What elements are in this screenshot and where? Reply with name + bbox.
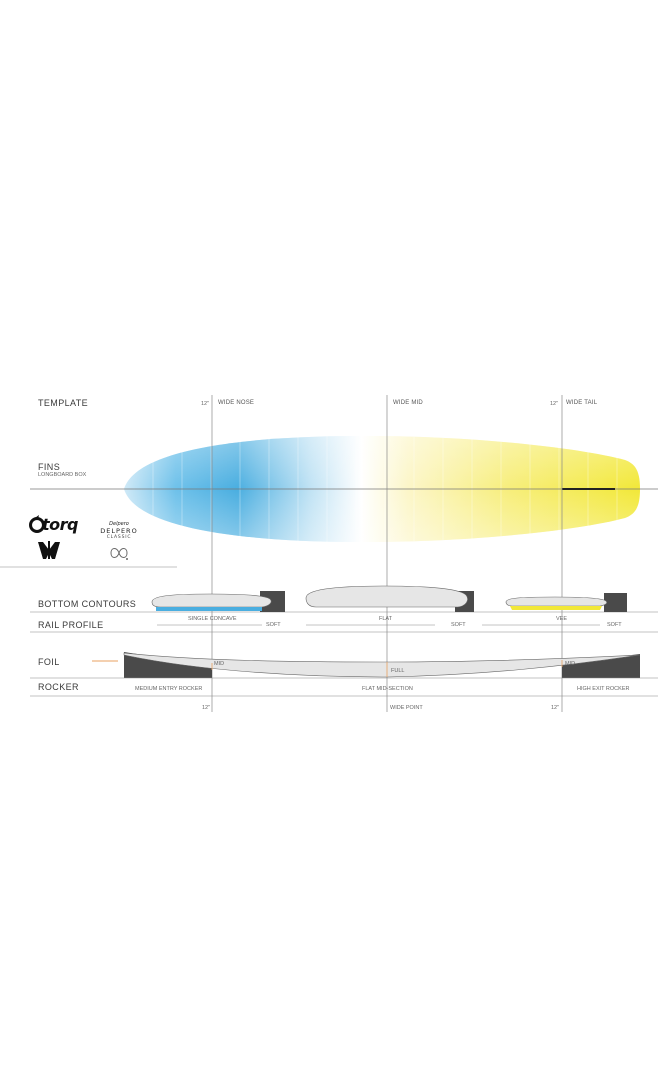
rocker-mid-label: FLAT MID-SECTION <box>362 686 413 692</box>
flat-label: FLAT <box>379 616 393 622</box>
bottom-nose-measure: 12" <box>202 705 211 711</box>
foil-mid-tail: MID <box>565 661 576 667</box>
fins-label: FINS <box>38 462 61 472</box>
nose-rail-block <box>260 591 285 612</box>
wide-mid-label: WIDE MID <box>393 400 423 406</box>
rocker-tail-label: HIGH EXIT ROCKER <box>577 686 630 692</box>
tail-measure: 12" <box>550 401 559 407</box>
delpero-logo: Delpero DELPERO CLASSIC <box>100 521 138 540</box>
infinity-logo-icon <box>108 544 130 562</box>
tail-rail-block <box>604 593 627 612</box>
single-concave-label: SINGLE CONCAVE <box>188 616 237 622</box>
bottom-tail-measure: 12" <box>551 705 560 711</box>
foil-mid-nose: MID <box>214 661 225 667</box>
rocker-nose-label: MEDIUM ENTRY ROCKER <box>135 686 203 692</box>
rocker-label: ROCKER <box>38 682 79 692</box>
mid-cross-section <box>305 585 468 608</box>
template-label: TEMPLATE <box>38 398 89 408</box>
bottom-contours-label: BOTTOM CONTOURS <box>38 599 137 609</box>
foil-full: FULL <box>391 668 405 674</box>
foil-label: FOIL <box>38 657 60 667</box>
foil-profile <box>123 652 641 678</box>
wide-point-label: WIDE POINT <box>390 705 423 711</box>
wide-nose-label: WIDE NOSE <box>218 400 255 406</box>
single-concave-fill <box>156 607 262 611</box>
tail-cross-section <box>505 596 608 607</box>
rail-soft-tail: SOFT <box>607 622 622 628</box>
rail-soft-nose: SOFT <box>266 622 281 628</box>
wide-tail-label: WIDE TAIL <box>566 400 598 406</box>
rail-soft-mid: SOFT <box>451 622 466 628</box>
rail-profile-label: RAIL PROFILE <box>38 620 104 630</box>
nose-measure: 12" <box>201 401 210 407</box>
vee-label: VEE <box>556 616 568 622</box>
fins-sublabel: LONGBOARD BOX <box>38 472 87 478</box>
nose-cross-section <box>151 593 272 608</box>
vee-fill <box>510 606 602 610</box>
torq-logo: torq <box>29 513 78 537</box>
foil-tail-rocker <box>562 654 640 678</box>
mt-logo-icon <box>37 539 61 561</box>
